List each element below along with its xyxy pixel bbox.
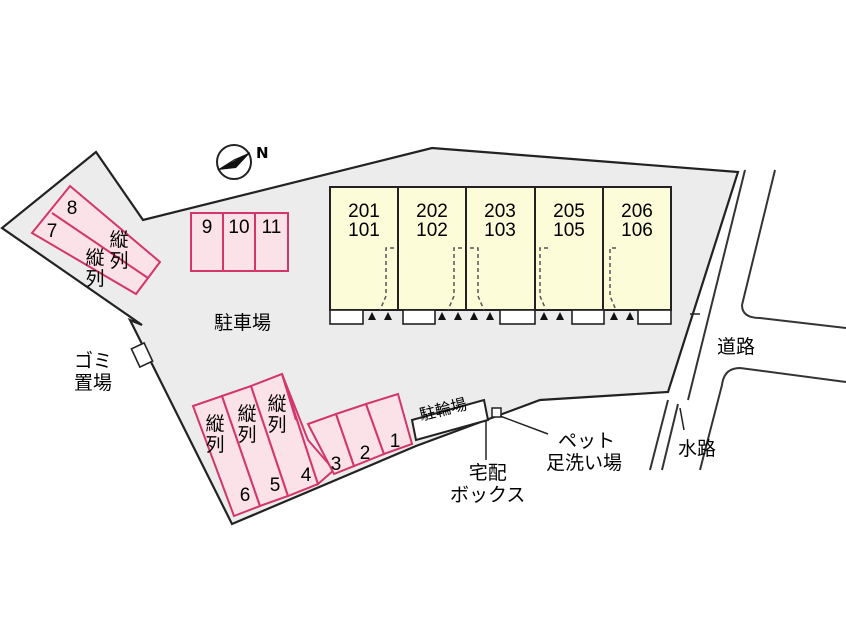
waterway-label: 水路 (678, 438, 717, 460)
pet-footwash-area (491, 407, 502, 418)
tandem-label: 縦列 (237, 403, 257, 446)
tandem-label: 縦列 (205, 413, 225, 456)
garbage-area-label: ゴミ置場 (74, 350, 113, 394)
unit-label-lower: 103 (484, 220, 516, 241)
tandem-label: 縦列 (85, 247, 105, 290)
parking-spot-label: 1 (389, 431, 401, 452)
unit-label-upper: 206 (621, 201, 653, 222)
parking-spot-label: 9 (201, 217, 213, 238)
tandem-label: 縦列 (267, 393, 287, 436)
parking-spot-label: 10 (228, 217, 250, 238)
parking-lot-label: 駐車場 (214, 312, 272, 334)
parking-spot-label: 8 (66, 198, 78, 219)
unit-label-upper: 202 (416, 201, 448, 222)
unit-label-upper: 201 (348, 201, 380, 222)
unit-label-lower: 102 (416, 220, 448, 241)
unit-label-lower: 106 (621, 220, 653, 241)
tandem-label: 縦列 (109, 229, 129, 272)
north-label: N (256, 144, 269, 162)
parking-spot-label: 4 (300, 465, 312, 486)
parking-spot-label: 6 (239, 485, 251, 506)
parking-bottom-group (191, 372, 414, 518)
parking-spot-label: 3 (330, 454, 342, 475)
unit-label-upper: 205 (553, 201, 585, 222)
road-label: 道路 (717, 336, 756, 358)
road-lines (649, 169, 846, 471)
unit-label-upper: 203 (484, 201, 516, 222)
unit-label-lower: 101 (348, 220, 380, 241)
parking-spot-label: 2 (359, 443, 371, 464)
parking-spot-label: 5 (269, 475, 281, 496)
parking-spot-label: 7 (46, 221, 58, 242)
parking-left-group (30, 184, 162, 296)
building (329, 186, 672, 325)
parking-top-group (190, 212, 289, 272)
unit-label-lower: 105 (553, 220, 585, 241)
compass-icon (216, 144, 252, 180)
garbage-area (130, 341, 154, 369)
leader-lines (485, 313, 700, 460)
delivery-box-label: 宅配ボックス (450, 462, 526, 506)
bike-parking (410, 398, 490, 442)
parking-spot-label: 11 (261, 217, 282, 238)
pet-footwash-label: ペット足洗い場 (546, 430, 623, 474)
